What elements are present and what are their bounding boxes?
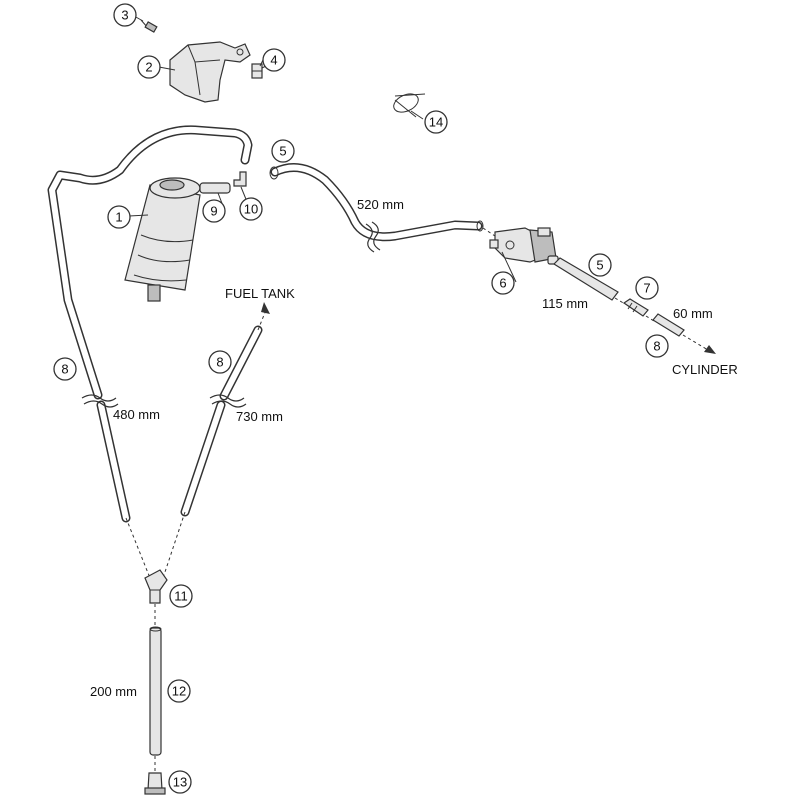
t-connector-part [144, 569, 168, 604]
svg-text:14: 14 [429, 115, 443, 130]
callout-8-right: 8 [645, 334, 669, 358]
svg-text:2: 2 [145, 60, 152, 75]
callout-7: 7 [635, 276, 659, 300]
callout-5-lower: 5 [588, 253, 612, 277]
callout-4: 4 [262, 48, 286, 72]
callout-10: 10 [239, 197, 263, 221]
svg-text:5: 5 [596, 258, 603, 273]
svg-text:10: 10 [244, 202, 258, 217]
bracket-part [169, 41, 251, 103]
cylinder-label: CYLINDER [672, 362, 738, 377]
callout-8-left: 8 [53, 357, 77, 381]
hose-200-line [149, 626, 162, 756]
dim-115-label: 115 mm [542, 296, 588, 311]
callout-9: 9 [202, 199, 226, 223]
callout-5-upper: 5 [271, 139, 295, 163]
svg-text:8: 8 [653, 339, 660, 354]
callout-12: 12 [167, 679, 191, 703]
svg-text:12: 12 [172, 684, 186, 699]
callout-11: 11 [169, 584, 193, 608]
hose-520-line [269, 163, 496, 253]
dim-60-label: 60 mm [673, 306, 713, 321]
dim-520-label: 520 mm [357, 197, 404, 212]
fuel-tank-label: FUEL TANK [225, 286, 295, 301]
callout-2: 2 [137, 55, 161, 79]
dim-480-label: 480 mm [113, 407, 160, 422]
fuel-tank-arrow [261, 302, 270, 314]
svg-text:1: 1 [115, 210, 122, 225]
dim-730-label: 730 mm [236, 409, 283, 424]
leader-lines [128, 15, 517, 283]
nipple-part-9 [199, 182, 231, 194]
callout-3: 3 [113, 3, 137, 27]
hose-730-line [162, 302, 270, 579]
elbow-part-10 [233, 171, 247, 187]
svg-text:4: 4 [270, 53, 277, 68]
dim-200-label: 200 mm [90, 684, 137, 699]
fitting-part [622, 298, 649, 317]
hose-60-line [652, 313, 716, 354]
purge-valve-part [489, 227, 559, 265]
svg-text:7: 7 [643, 281, 650, 296]
callout-8-middle: 8 [208, 350, 232, 374]
callout-6: 6 [491, 271, 515, 295]
cylinder-arrow [704, 345, 716, 354]
callout-14: 14 [424, 110, 448, 134]
hose-115-line [553, 257, 619, 301]
end-cap-part [144, 772, 166, 795]
screw-part [140, 19, 158, 33]
svg-text:13: 13 [173, 775, 187, 790]
svg-text:5: 5 [279, 144, 286, 159]
svg-text:6: 6 [499, 276, 506, 291]
svg-text:8: 8 [216, 355, 223, 370]
svg-text:8: 8 [61, 362, 68, 377]
svg-text:11: 11 [174, 589, 188, 604]
cable-tie-part [393, 93, 426, 118]
hose-480-line [47, 125, 253, 579]
charcoal-canister-part [124, 177, 201, 302]
svg-text:3: 3 [121, 8, 128, 23]
callout-13: 13 [168, 770, 192, 794]
svg-text:9: 9 [210, 204, 217, 219]
callout-1: 1 [107, 205, 131, 229]
hose-5-to-fitting [614, 297, 626, 305]
